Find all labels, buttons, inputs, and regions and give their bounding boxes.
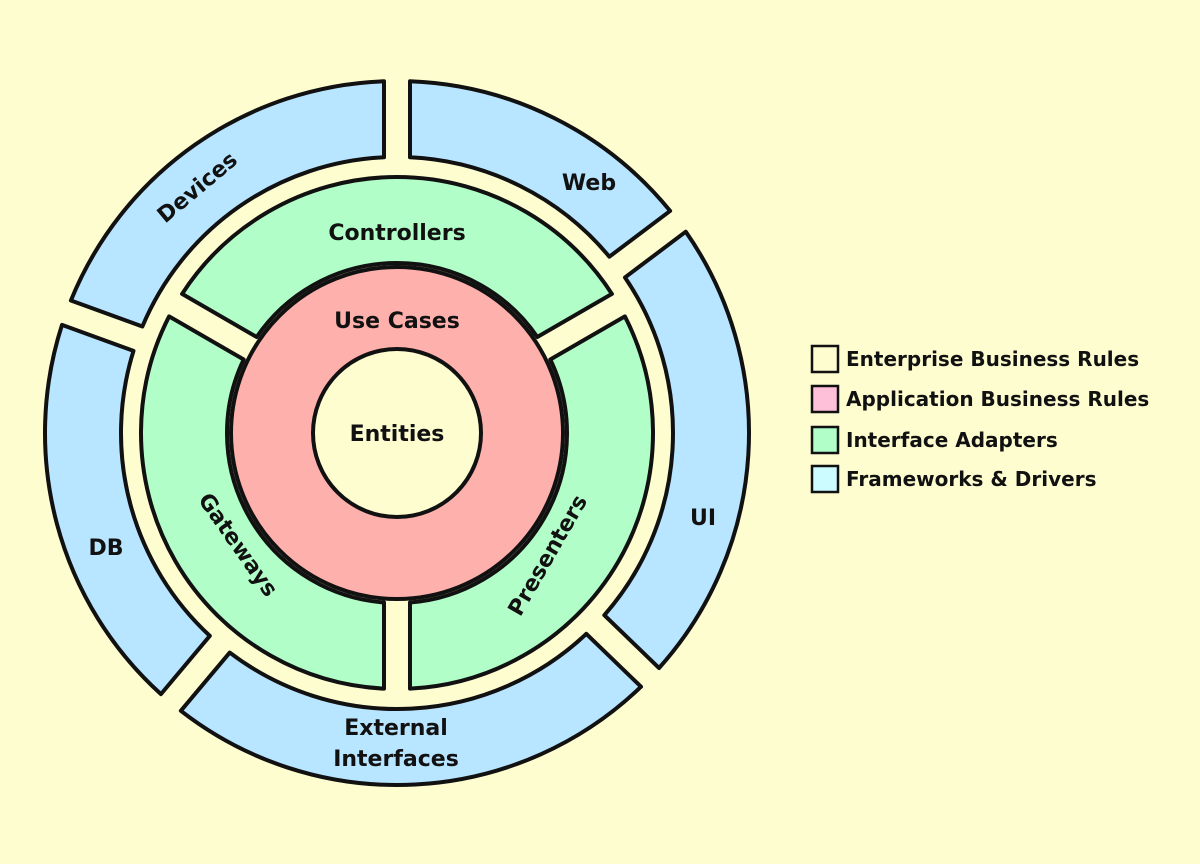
legend: Enterprise Business Rules Application Bu… xyxy=(810,344,1149,494)
ui-label: UI xyxy=(690,506,716,531)
ring-segment-devices xyxy=(68,79,387,329)
legend-swatch-application xyxy=(810,384,840,414)
ring-segment-ui xyxy=(602,229,751,671)
onion-rings xyxy=(43,79,751,787)
db-label: DB xyxy=(88,536,123,561)
ring-segment-db xyxy=(43,322,212,697)
legend-item: Interface Adapters xyxy=(810,425,1058,455)
ring-segment-presenters xyxy=(407,314,655,691)
entities-circle xyxy=(311,347,483,519)
external-interfaces-label-line2: Interfaces xyxy=(333,747,459,772)
legend-label-frameworks: Frameworks & Drivers xyxy=(846,467,1097,491)
legend-label-enterprise: Enterprise Business Rules xyxy=(846,347,1139,371)
ring-segment-web xyxy=(407,79,673,259)
legend-item: Application Business Rules xyxy=(810,384,1149,414)
use-cases-label: Use Cases xyxy=(334,309,460,334)
legend-label-application: Application Business Rules xyxy=(846,387,1149,411)
legend-label-interface: Interface Adapters xyxy=(846,428,1058,452)
ring-segment-controllers xyxy=(180,175,614,340)
legend-item: Enterprise Business Rules xyxy=(810,344,1139,374)
legend-swatch-frameworks xyxy=(810,464,840,494)
legend-swatch-interface xyxy=(810,425,840,455)
web-label: Web xyxy=(562,171,616,196)
ring-segment-gateways xyxy=(139,314,387,691)
legend-item: Frameworks & Drivers xyxy=(810,464,1097,494)
external-interfaces-label-line1: External xyxy=(344,716,448,741)
controllers-label: Controllers xyxy=(328,221,465,246)
entities-label: Entities xyxy=(350,422,445,447)
legend-swatch-enterprise xyxy=(810,344,840,374)
ring-segment-external-interfaces xyxy=(178,631,644,787)
